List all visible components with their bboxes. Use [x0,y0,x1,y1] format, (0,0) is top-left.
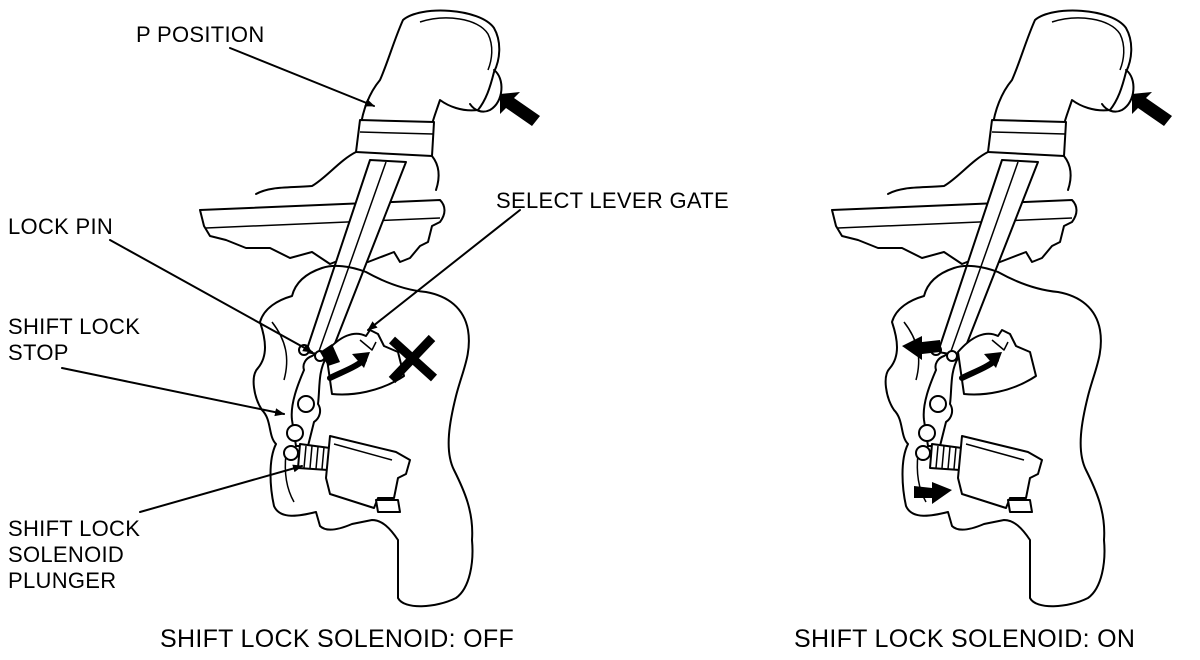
select-lever-gate-label: SELECT LEVER GATE [496,188,729,213]
shift-lock-stop-line-1: SHIFT LOCK [8,314,141,339]
p-position-label: P POSITION [136,22,265,47]
solenoid-plunger-line-3: PLUNGER [8,568,117,593]
shift-lock-stop-label: SHIFT LOCK STOP [8,314,140,366]
caption-solenoid-on: SHIFT LOCK SOLENOID: ON [794,625,1136,653]
right-assembly [831,9,1172,608]
solenoid-plunger-line-2: SOLENOID [8,542,125,567]
solenoid-plunger-line-1: SHIFT LOCK [8,516,141,541]
shift-lock-stop-line-2: STOP [8,340,69,365]
caption-solenoid-off: SHIFT LOCK SOLENOID: OFF [160,625,515,653]
lock-pin-label: LOCK PIN [8,214,114,239]
solenoid-plunger-label: SHIFT LOCK SOLENOID PLUNGER [8,516,140,594]
left-assembly [61,9,540,608]
